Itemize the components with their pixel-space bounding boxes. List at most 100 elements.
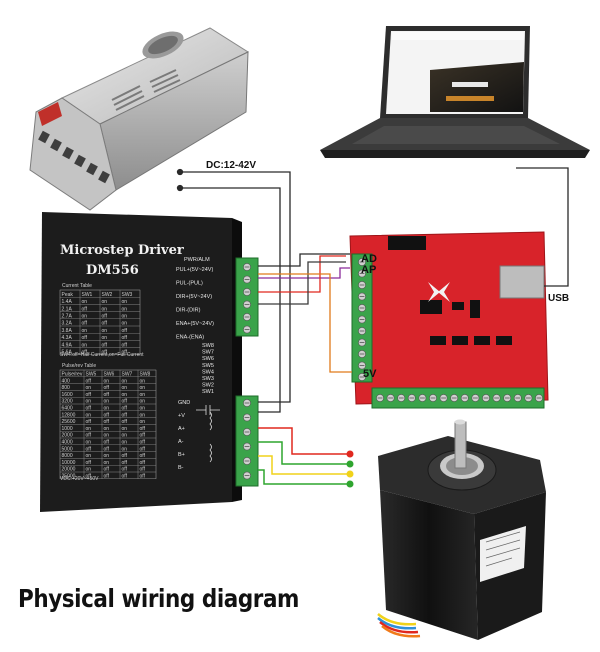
current-table-cell: 4.9A	[62, 342, 73, 348]
microstep-driver: Microstep Driver DM556 PWR/ALM PUL+(5V~2…	[40, 212, 259, 512]
current-table-cell: off	[122, 342, 128, 348]
pulse-table-cell: off	[122, 406, 128, 412]
stepper-motor	[377, 419, 546, 640]
pulse-table-cell: off	[104, 392, 110, 398]
pulse-table-cell: off	[86, 460, 92, 466]
current-table-cell: SW2	[102, 292, 113, 298]
current-table-cell: 3.2A	[62, 321, 73, 327]
pulse-table-cell: off	[140, 460, 146, 466]
pulse-table-cell: on	[122, 440, 128, 446]
pulse-table-cell: on	[86, 399, 92, 405]
current-table-cell: Peak	[62, 292, 74, 298]
driver-pwr-alm: PWR/ALM	[184, 257, 210, 263]
current-table-cell: off	[102, 321, 108, 327]
board-label-5v: 5V	[363, 368, 377, 380]
usb-cable	[516, 167, 569, 287]
pulse-table-cell: on	[140, 406, 146, 412]
pulse-table-cell: off	[86, 446, 92, 452]
pulse-table-cell: 5000	[62, 446, 73, 452]
laptop	[320, 26, 590, 158]
pulse-table-cell: 1600	[62, 392, 73, 398]
table-cell	[137, 471, 157, 479]
pulse-table-cell: off	[86, 419, 92, 425]
current-table-cell: off	[82, 335, 88, 341]
pulse-table-cell: off	[122, 419, 128, 425]
pulse-table-title: Pulse/rev Table	[62, 363, 96, 369]
current-table-cell: on	[82, 314, 88, 320]
pulse-table-cell: off	[122, 467, 128, 473]
pulse-table-cell: off	[104, 440, 110, 446]
current-table-cell: SW1	[82, 292, 93, 298]
fan-grille-icon	[142, 31, 184, 59]
motor-phase-wires	[258, 427, 350, 485]
power-term-label: +V	[178, 413, 185, 419]
pulse-table-cell: on	[104, 433, 110, 439]
pulse-table-cell: on	[122, 385, 128, 391]
power-term-label: A+	[178, 426, 185, 432]
pulse-table-cell: on	[140, 399, 146, 405]
pulse-table-cell: off	[86, 433, 92, 439]
pulse-table-cell: SW7	[122, 372, 133, 378]
power-term-label: B+	[178, 452, 185, 458]
current-table-cell: on	[122, 314, 128, 320]
pulse-table-cell: 12800	[62, 412, 76, 418]
pulse-table-cell: on	[104, 453, 110, 459]
pulse-table-cell: 2000	[62, 433, 73, 439]
current-table-cell: 2.1A	[62, 306, 73, 312]
pulse-table-cell: off	[140, 446, 146, 452]
pulse-table-cell: off	[86, 392, 92, 398]
pulse-table-cell: on	[122, 446, 128, 452]
power-term-label: GND	[178, 400, 190, 406]
sw-label: SW2	[202, 383, 214, 389]
board-label-ap: AP	[361, 264, 376, 276]
pulse-table-cell: on	[86, 426, 92, 432]
current-table-cell: 1.4A	[62, 299, 73, 305]
pulse-table-cell: on	[122, 392, 128, 398]
pulse-table-cell: off	[122, 399, 128, 405]
sw-label: SW1	[202, 389, 214, 395]
sw-label: SW4	[202, 369, 214, 375]
signal-label: DIR+(5V~24V)	[176, 294, 212, 300]
pulse-table-cell: on	[140, 412, 146, 418]
pulse-table-cell: on	[86, 467, 92, 473]
dc-power-wires	[176, 168, 291, 413]
pulse-table-cell: on	[104, 426, 110, 432]
pulse-table-cell: 25600	[62, 419, 76, 425]
signal-label: PUL+(5V~24V)	[176, 267, 213, 273]
pulse-table-cell: on	[122, 426, 128, 432]
current-table-cell: SW3	[122, 292, 133, 298]
driver-vdc: VDC:+20V~+50V	[60, 476, 99, 482]
pulse-table-cell: 25000	[62, 474, 76, 480]
pulse-table-cell: off	[140, 474, 146, 480]
pulse-table-cell: Pulse/rev	[62, 372, 83, 378]
sw4-note: SW4:off=Half Current,on=Full Current	[60, 352, 144, 358]
current-table-cell: on	[82, 342, 88, 348]
pulse-table-cell: 10000	[62, 460, 76, 466]
pulse-table-cell: on	[86, 385, 92, 391]
current-table-cell: off	[82, 350, 88, 356]
pulse-table-cell: off	[104, 474, 110, 480]
pulse-table-cell: on	[122, 433, 128, 439]
current-table-cell: 5.6A	[62, 350, 73, 356]
current-table-cell: off	[122, 350, 128, 356]
breakout-board: AD AP 5V	[349, 231, 549, 409]
pulse-table-cell: off	[122, 412, 128, 418]
power-supply	[29, 27, 250, 211]
sw-label: SW6	[202, 356, 214, 362]
pulse-table-cell: off	[104, 412, 110, 418]
pulse-table-cell: on	[104, 399, 110, 405]
current-table-cell: on	[102, 328, 108, 334]
pulse-table-cell: on	[86, 453, 92, 459]
current-table-cell: off	[102, 314, 108, 320]
power-term-label: A-	[178, 439, 184, 445]
current-table-cell: off	[122, 328, 128, 334]
pulse-table-cell: on	[140, 392, 146, 398]
driver-signal-terminal	[235, 257, 259, 337]
pulse-table-cell: off	[86, 474, 92, 480]
pulse-table-cell: SW5	[86, 372, 97, 378]
driver-power-terminal	[235, 395, 259, 487]
pulse-table-cell: off	[86, 406, 92, 412]
current-table-cell: on	[102, 299, 108, 305]
current-table-cell: off	[82, 306, 88, 312]
current-table-cell: off	[122, 335, 128, 341]
